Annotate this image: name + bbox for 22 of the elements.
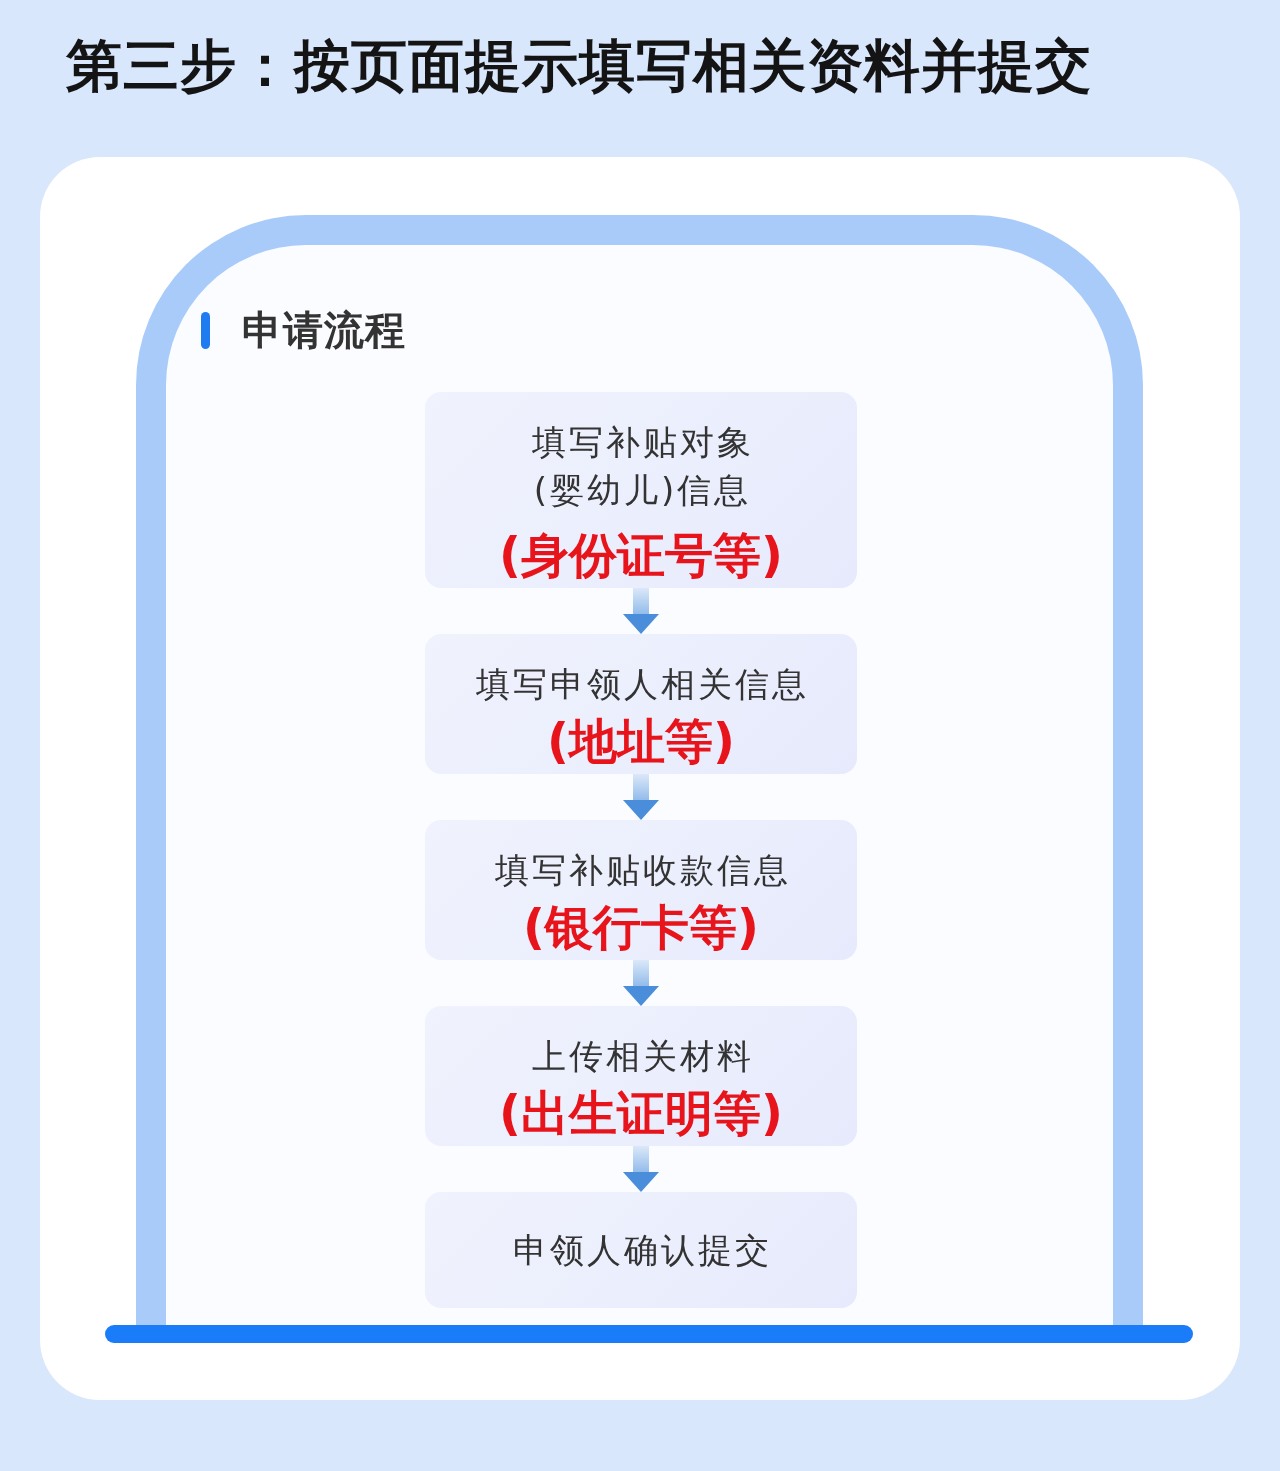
step-label: 申领人确认提交 <box>512 1229 772 1272</box>
step-label: 填写补贴收款信息 <box>493 849 791 892</box>
step-label: 填写补贴对象(婴幼儿)信息 <box>530 421 755 512</box>
process-step-box <box>425 1192 857 1308</box>
laptop-screen-frame <box>136 215 1143 1325</box>
step-note: (银行卡等) <box>523 900 759 954</box>
section-heading: 申请流程 <box>242 306 406 354</box>
step-note: (出生证明等) <box>499 1086 783 1140</box>
base-bar <box>105 1325 1193 1343</box>
flow-arrow <box>623 960 659 1006</box>
flow-arrow <box>623 588 659 634</box>
step-label: 上传相关材料 <box>530 1035 754 1078</box>
step-note: (身份证号等) <box>499 528 783 582</box>
step-note: (地址等) <box>547 714 735 768</box>
page-title: 第三步：按页面提示填写相关资料并提交 <box>66 32 1092 100</box>
flow-arrow <box>623 774 659 820</box>
process-step-box <box>425 634 857 774</box>
flow-arrow <box>623 1146 659 1192</box>
process-step-box <box>425 820 857 960</box>
process-step-box <box>425 1006 857 1146</box>
step-label: 填写申领人相关信息 <box>475 663 809 706</box>
process-step-box <box>425 392 857 588</box>
